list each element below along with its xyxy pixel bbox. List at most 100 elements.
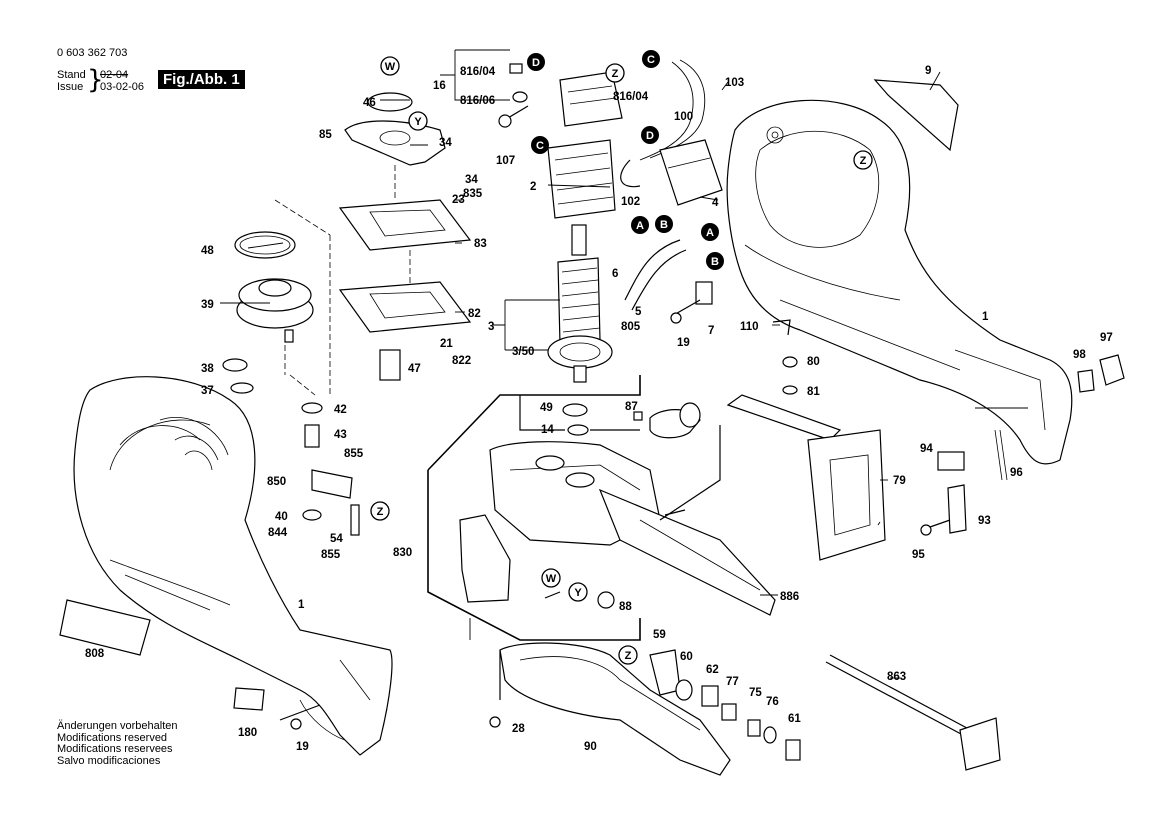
housing-shell-right xyxy=(726,79,1125,465)
callout: 77 xyxy=(726,676,739,688)
marker-b-cable: B xyxy=(706,252,724,270)
callout: 19 xyxy=(677,337,690,349)
marker-z-motor: Z xyxy=(605,63,625,83)
svg-text:A: A xyxy=(706,227,714,239)
callout: 886 xyxy=(780,591,799,603)
callout: 5 xyxy=(635,306,642,318)
callout: 180 xyxy=(238,727,257,739)
callout: 16 xyxy=(433,80,446,92)
marker-c-top: C xyxy=(642,50,660,68)
callout: 9 xyxy=(925,65,931,77)
part-number: 0 603 362 703 xyxy=(57,47,128,59)
callout: 816/06 xyxy=(460,95,495,107)
marker-y-top: Y xyxy=(408,111,428,131)
callout: 100 xyxy=(674,111,693,123)
motor-assembly xyxy=(547,71,623,383)
shoe-and-clamp xyxy=(489,642,801,776)
callout: 59 xyxy=(653,629,666,641)
marker-w-housing: W xyxy=(541,568,561,588)
svg-text:D: D xyxy=(646,130,654,142)
callout: 23 xyxy=(452,194,465,206)
marker-w-top: W xyxy=(380,56,400,76)
svg-text:Z: Z xyxy=(612,68,619,80)
note-line: Modifications reservees xyxy=(57,743,173,755)
marker-d-right: D xyxy=(641,126,659,144)
callout: 81 xyxy=(807,386,820,398)
callout: 855 xyxy=(321,549,341,561)
svg-text:Z: Z xyxy=(625,650,632,662)
callout: 805 xyxy=(621,321,641,333)
stand-label: Stand xyxy=(57,69,86,81)
callout: 1 xyxy=(298,599,305,611)
marker-z-housing: Z xyxy=(853,150,873,170)
callout: 96 xyxy=(1010,467,1023,479)
gear-housing-group xyxy=(427,375,776,641)
callout: 34 xyxy=(439,137,452,149)
svg-text:Z: Z xyxy=(860,155,867,167)
svg-text:B: B xyxy=(711,256,719,268)
marker-a-cable: A xyxy=(701,223,719,241)
housing-shell-left xyxy=(59,376,393,756)
marker-b-switch: B xyxy=(655,215,673,233)
callout: 808 xyxy=(85,648,105,660)
callout: 62 xyxy=(706,664,719,676)
svg-text:W: W xyxy=(546,573,557,585)
callout: 4 xyxy=(712,197,719,209)
callout: 95 xyxy=(912,549,925,561)
callout: 94 xyxy=(920,443,933,455)
svg-text:C: C xyxy=(536,140,544,152)
callout: 88 xyxy=(619,601,632,613)
callout: 3 xyxy=(488,321,494,333)
callout: 39 xyxy=(201,299,214,311)
callout: 2 xyxy=(530,181,536,193)
svg-text:Y: Y xyxy=(414,116,422,128)
callout: 60 xyxy=(680,651,693,663)
callout: 103 xyxy=(725,77,744,89)
issue-label: Issue xyxy=(57,81,84,93)
note-line: Änderungen vorbehalten xyxy=(57,720,178,732)
brace-symbol: } xyxy=(87,65,104,95)
callout: 40 xyxy=(275,511,288,523)
callout: 93 xyxy=(978,515,991,527)
cables-and-switch xyxy=(498,59,723,324)
marker-z-rod: Z xyxy=(370,501,390,521)
callout: 49 xyxy=(540,402,553,414)
callout: 816/04 xyxy=(460,66,496,78)
callout: 90 xyxy=(584,741,597,753)
callout: 54 xyxy=(330,533,343,545)
figure-label: Fig./Abb. 1 xyxy=(158,70,245,89)
note-line: Salvo modificaciones xyxy=(57,754,161,767)
callout: 85 xyxy=(319,129,332,141)
svg-text:D: D xyxy=(532,57,540,69)
callout: 37 xyxy=(201,385,214,397)
issue-date: 03-02-06 xyxy=(100,81,145,93)
guide-and-shaft xyxy=(726,356,1008,771)
callout: 83 xyxy=(474,238,487,250)
svg-text:Z: Z xyxy=(377,506,384,518)
marker-z-shoe: Z xyxy=(618,645,638,665)
callout: 82 xyxy=(468,308,481,320)
callout: 855 xyxy=(344,448,364,460)
callout: 34 xyxy=(465,174,478,186)
svg-text:W: W xyxy=(385,61,396,73)
callout: 75 xyxy=(749,687,762,699)
callout: 98 xyxy=(1073,349,1086,361)
svg-text:B: B xyxy=(660,219,668,231)
callout: 48 xyxy=(201,245,214,257)
leader-lines xyxy=(220,49,1028,679)
callout: 14 xyxy=(541,424,554,436)
callout: 816/04 xyxy=(613,91,649,103)
marker-d-top: D xyxy=(527,53,545,71)
callout: 87 xyxy=(625,401,638,413)
callout: 7 xyxy=(708,325,714,337)
note-line: Modifications reserved xyxy=(57,731,168,744)
callout: 107 xyxy=(496,155,515,167)
marker-c-left: C xyxy=(531,136,549,154)
callout: 6 xyxy=(612,268,618,280)
callout: 844 xyxy=(268,527,288,539)
callout: 42 xyxy=(334,404,347,416)
callout: 19 xyxy=(296,741,309,753)
callout: 102 xyxy=(621,196,640,208)
callout: 21 xyxy=(440,338,453,350)
